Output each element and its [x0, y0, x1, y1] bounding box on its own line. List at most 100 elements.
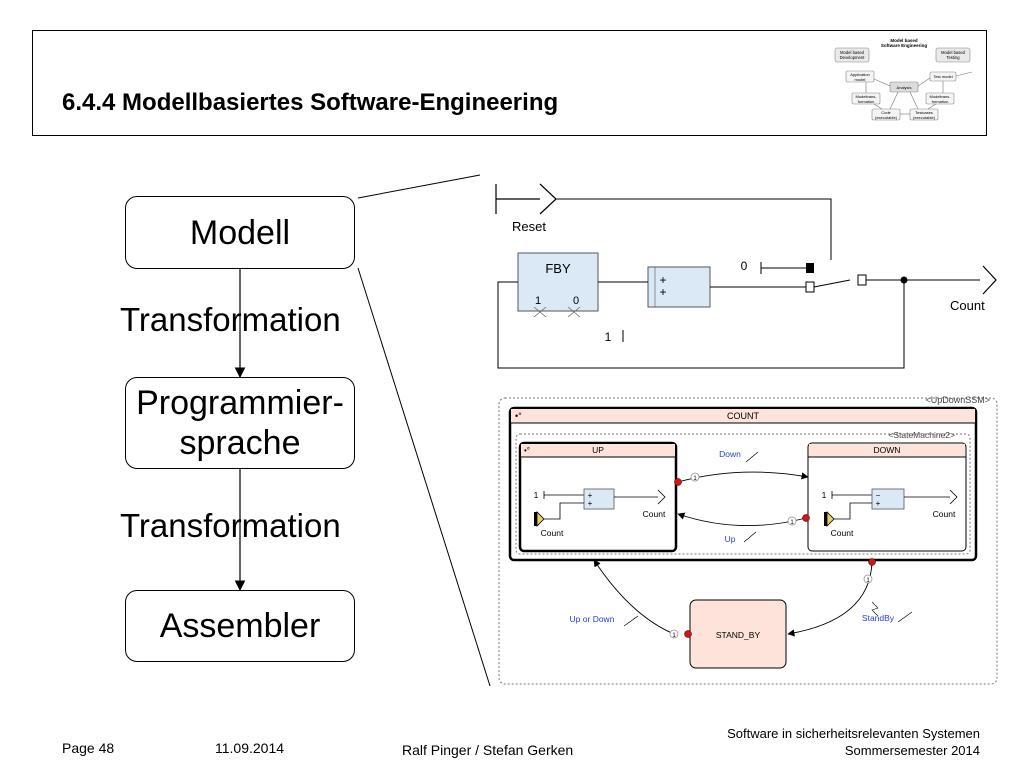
- page-title: 6.4.4 Modellbasiertes Software-Engineeri…: [62, 89, 559, 116]
- programmier-line2: sprache: [179, 424, 301, 462]
- transition-count-to-standby: [787, 561, 873, 637]
- count-state-icon: •°: [515, 411, 522, 421]
- programmiersprache-box: Programmier- sprache: [125, 377, 355, 469]
- fby-block: [517, 252, 599, 312]
- switch-in0: [806, 263, 814, 273]
- reset-wire: [556, 198, 832, 250]
- thumb-tc-2: (executable): [913, 115, 936, 120]
- assembler-label: Assembler: [159, 607, 321, 645]
- fby-x-marks: [533, 306, 581, 318]
- thumb-test-2: Testing: [946, 55, 960, 60]
- up-const: 1: [534, 490, 539, 500]
- thumb-app-1: Application: [850, 72, 870, 77]
- fby-label: FBY: [545, 261, 571, 276]
- footer-course-line1: Software in sicherheitsrelevanten System…: [727, 726, 980, 741]
- switch-lever: [813, 279, 851, 288]
- up-count-in: Count: [541, 528, 564, 538]
- svg-text:+: +: [876, 499, 881, 508]
- assembler-box: Assembler: [125, 590, 355, 662]
- footer-course-line2: Sommersemester 2014: [844, 743, 980, 758]
- state-machine-diagram: <UpDownSSM> COUNT •° <StateMachine2> UP …: [498, 395, 998, 685]
- transition-count-dot: [868, 558, 876, 566]
- transformation-label-2: Transformation: [120, 507, 341, 544]
- count-output-arrow: [982, 265, 997, 295]
- transition-down-to-up-dot: [802, 514, 810, 522]
- transition-standby-dot: [684, 630, 692, 638]
- thumb-app-box: [845, 70, 875, 83]
- const0-wire: [760, 262, 806, 274]
- standby-label: STAND_BY: [716, 630, 761, 640]
- plus-sign-2: +: [659, 285, 666, 299]
- footer-page: Page 48: [62, 740, 115, 756]
- down-minus-block: [871, 488, 905, 510]
- thumb-mt1-1: Modeltrans-: [855, 94, 877, 99]
- thumb-code-2: (executable): [875, 115, 898, 120]
- label-up: Up: [725, 534, 736, 544]
- svg-text:1: 1: [790, 520, 794, 526]
- thumb-code-1: Code: [881, 110, 891, 115]
- thumb-title-1: Model based: [890, 38, 918, 43]
- inner-sm-frame: [515, 433, 971, 555]
- const1-label: 1: [605, 330, 612, 344]
- programmier-line1: Programmier-: [136, 384, 344, 422]
- thumb-mt2-1: Modeltrans-: [929, 94, 951, 99]
- header-box: [32, 30, 987, 136]
- count-state-label: COUNT: [727, 411, 759, 421]
- svg-text:1: 1: [672, 633, 676, 639]
- mbse-thumbnail: Model based Software Engineering Model b…: [834, 38, 973, 121]
- switch-in1: [805, 281, 815, 293]
- down-count-in: Count: [831, 528, 854, 538]
- svg-text:1: 1: [693, 476, 697, 482]
- reset-input-arrow: [495, 183, 557, 215]
- thumb-test-1: Model based: [941, 50, 966, 55]
- transition-up-to-down-dot: [674, 478, 682, 486]
- reset-label: Reset: [512, 219, 546, 234]
- thumb-dev-1: Model based: [840, 50, 865, 55]
- footer-date: 11.09.2014: [215, 740, 285, 756]
- inner-sm-label: <StateMachine2>: [888, 430, 955, 440]
- thumb-mt2-2: formation: [932, 99, 949, 104]
- svg-text:−: −: [876, 491, 881, 500]
- modell-box: Modell: [125, 196, 355, 269]
- thumb-analysis: Analysis: [897, 85, 912, 90]
- thumb-mt1-2: formation: [858, 99, 875, 104]
- dataflow-diagram: Reset FBY 1 0 + + 1 0 Count: [495, 183, 997, 369]
- down-state-header: [809, 444, 965, 457]
- plus-block: [647, 266, 711, 308]
- label-down: Down: [719, 449, 741, 459]
- feedback-wire: [497, 280, 905, 369]
- count-state-header: [511, 409, 975, 423]
- down-const: 1: [822, 490, 827, 500]
- transformation-label-1: Transformation: [120, 301, 341, 338]
- thumb-code-box: [871, 108, 901, 121]
- up-count-out: Count: [643, 509, 666, 519]
- outer-ssm-label: <UpDownSSM>: [925, 395, 990, 405]
- thumb-dev-2: Development: [840, 55, 866, 60]
- up-state-label: UP: [592, 445, 604, 455]
- up-state-header: [521, 444, 675, 457]
- modell-label: Modell: [189, 213, 291, 252]
- down-state-label: DOWN: [874, 445, 901, 455]
- up-plus-block: [583, 488, 615, 510]
- zoom-line-top: [357, 174, 481, 199]
- thumb-title-2: Software Engineering: [881, 43, 928, 48]
- const0-label: 0: [741, 259, 748, 273]
- fby-in2: 0: [573, 295, 579, 307]
- up-state-icon: •°: [524, 446, 530, 455]
- thumb-testmodel: Test model: [933, 74, 952, 79]
- transition-standby-to-count: [593, 559, 675, 635]
- zoom-line-bottom: [357, 267, 491, 687]
- down-count-out: Count: [933, 509, 956, 519]
- svg-text:+: +: [588, 491, 593, 500]
- switch-out: [857, 274, 867, 286]
- count-label: Count: [950, 298, 985, 313]
- thumb-tc-1: Testcases: [915, 110, 933, 115]
- svg-text:1: 1: [866, 578, 870, 584]
- label-standby: StandBy: [862, 613, 895, 623]
- thumb-analysis-box: [889, 81, 919, 93]
- plus-sign-1: +: [659, 273, 666, 287]
- footer-authors: Ralf Pinger / Stefan Gerken: [402, 742, 574, 758]
- thumb-app-2: model: [855, 77, 866, 82]
- fby-in1: 1: [535, 295, 541, 307]
